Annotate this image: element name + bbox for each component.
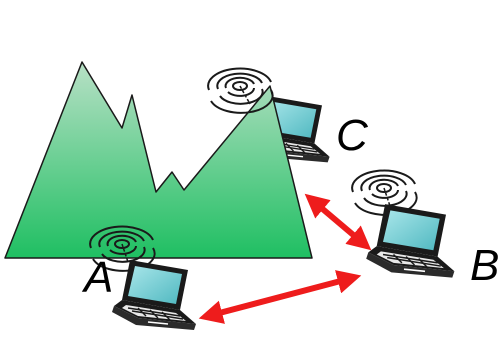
signal-b xyxy=(351,169,418,216)
node-label-b: B xyxy=(470,241,499,290)
node-label-a: A xyxy=(81,253,113,302)
node-label-c: C xyxy=(336,111,369,160)
link-c-b xyxy=(304,193,372,251)
signal-a xyxy=(89,225,156,272)
mountain-icon xyxy=(4,61,313,259)
signal-c xyxy=(207,67,274,114)
link-a-b xyxy=(198,270,362,324)
